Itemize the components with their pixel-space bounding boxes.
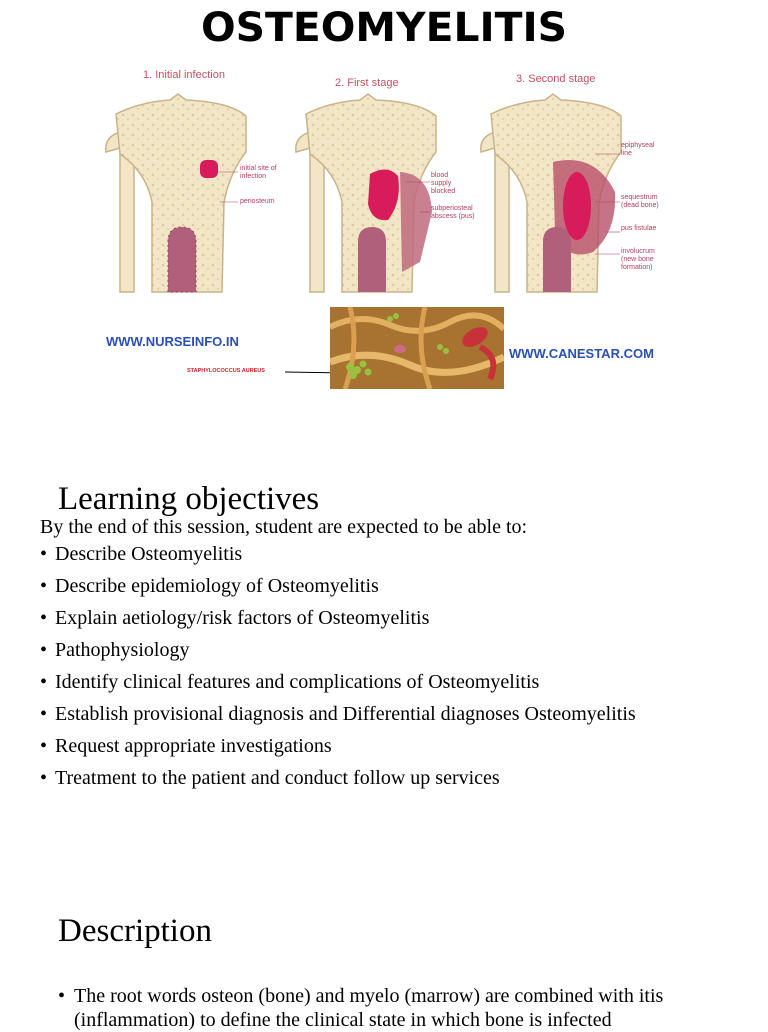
bullet-marker: • bbox=[40, 671, 48, 693]
bullet-marker: • bbox=[40, 703, 48, 725]
annotation-pus-fistulae: pus fistulae bbox=[621, 225, 657, 232]
list-item-text: Describe epidemiology of Osteomyelitis bbox=[55, 575, 379, 597]
list-item: • Explain aetiology/risk factors of Osteo… bbox=[40, 606, 690, 630]
annotation-periosteum: periosteum bbox=[240, 198, 275, 205]
list-item-text: Identify clinical features and complicat… bbox=[55, 671, 540, 693]
list-item: • Identify clinical features and complica… bbox=[40, 670, 690, 694]
site-link-canestar: WWW.CANESTAR.COM bbox=[509, 346, 654, 361]
list-item-text: Treatment to the patient and conduct fol… bbox=[55, 767, 500, 789]
stage-label-initial: 1. Initial infection bbox=[143, 69, 225, 81]
description-heading: Description bbox=[58, 913, 212, 949]
objectives-heading: Learning objectives bbox=[58, 481, 320, 517]
annotation-subperiosteal: subperiosteal abscess (pus) bbox=[431, 205, 475, 220]
bullet-marker: • bbox=[40, 735, 48, 757]
stage-label-second: 3. Second stage bbox=[516, 73, 596, 85]
list-item-text: Describe Osteomyelitis bbox=[55, 543, 243, 565]
bone-first-stage bbox=[295, 93, 437, 293]
list-item-text: Pathophysiology bbox=[55, 639, 190, 661]
description-text: The root words osteon (bone) and myelo (… bbox=[74, 985, 664, 1031]
bone-second-stage bbox=[480, 93, 622, 293]
poster-title: OSTEOMYELITIS bbox=[200, 5, 568, 51]
list-item: • Request appropriate investigations bbox=[40, 734, 690, 758]
annotation-initial-site: initial site of infection bbox=[240, 165, 277, 180]
objectives-intro: By the end of this session, student are … bbox=[40, 516, 528, 538]
list-item-text: Establish provisional diagnosis and Diff… bbox=[55, 703, 636, 725]
bone-initial bbox=[105, 93, 247, 293]
list-item: • Establish provisional diagnosis and Dif… bbox=[40, 702, 690, 726]
objectives-list: • Describe Osteomyelitis • Describe epidem… bbox=[40, 542, 690, 798]
bullet-marker: • bbox=[58, 985, 66, 1007]
stage-label-first: 2. First stage bbox=[335, 77, 399, 89]
bone-stages-illustration bbox=[105, 93, 622, 293]
list-item: • Treatment to the patient and conduct fo… bbox=[40, 766, 690, 790]
list-item-text: Request appropriate investigations bbox=[55, 735, 332, 757]
bacteria-label: STAPHYLOCOCCUS AUREUS bbox=[187, 368, 265, 374]
list-item: • Pathophysiology bbox=[40, 638, 690, 662]
list-item: • Describe Osteomyelitis bbox=[40, 542, 690, 566]
site-link-nurseinfo: WWW.NURSEINFO.IN bbox=[106, 334, 239, 349]
annotation-epiphyseal: epiphyseal line bbox=[621, 142, 655, 157]
annotation-involucrum: involucrum (new bone formation) bbox=[621, 248, 655, 271]
list-item: • Describe epidemiology of Osteomyelitis bbox=[40, 574, 690, 598]
bacteria-micrograph-image bbox=[330, 307, 504, 389]
bullet-marker: • bbox=[40, 543, 48, 565]
annotation-lines bbox=[218, 153, 620, 255]
annotation-blood-supply: blood supply blocked bbox=[431, 172, 456, 195]
bullet-marker: • bbox=[40, 575, 48, 597]
description-paragraph: • The root words osteon (bone) and myelo… bbox=[58, 984, 710, 1032]
bullet-marker: • bbox=[40, 639, 48, 661]
bullet-marker: • bbox=[40, 767, 48, 789]
list-item-text: Explain aetiology/risk factors of Osteom… bbox=[55, 607, 430, 629]
bullet-marker: • bbox=[40, 607, 48, 629]
annotation-sequestrum: sequestrum (dead bone) bbox=[621, 194, 659, 209]
